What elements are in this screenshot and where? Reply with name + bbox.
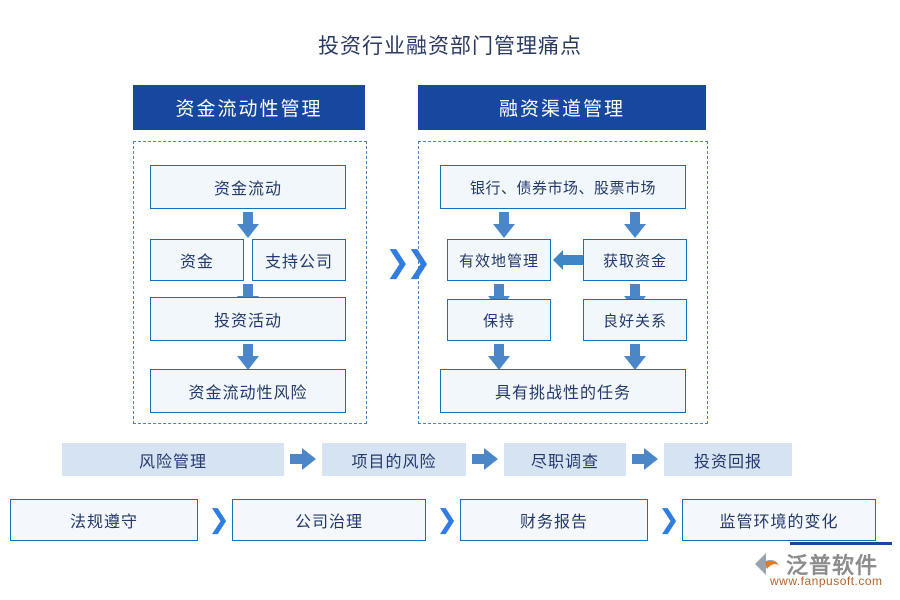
node-left-3[interactable]: 支持公司: [252, 239, 346, 281]
footer-chip-1[interactable]: 法规遵守: [10, 499, 198, 541]
chevron-right-icon: ❯: [658, 505, 680, 535]
brand-watermark: 泛普软件 www.fanpusoft.com: [752, 542, 892, 592]
arrow-right-icon: [632, 448, 658, 470]
arrow-down-icon: [237, 212, 259, 238]
arrow-down-icon: [624, 344, 646, 370]
arrow-right-icon: [472, 448, 498, 470]
logo-url-text: www.fanpusoft.com: [770, 574, 883, 588]
footer-chip-3[interactable]: 财务报告: [460, 499, 648, 541]
node-left-4[interactable]: 投资活动: [150, 297, 346, 341]
chevron-right-icon: ❯: [436, 505, 458, 535]
fanpu-swirl-icon: [752, 550, 782, 578]
node-left-5[interactable]: 资金流动性风险: [150, 369, 346, 413]
arrow-right-icon: [290, 448, 316, 470]
node-left-2[interactable]: 资金: [150, 239, 244, 281]
arrow-down-icon: [624, 212, 646, 238]
column-header-liquidity: 资金流动性管理: [133, 85, 365, 130]
node-right-1[interactable]: 银行、债券市场、股票市场: [440, 165, 686, 209]
arrow-down-icon: [493, 212, 515, 238]
process-chip-1[interactable]: 风险管理: [62, 443, 284, 476]
node-right-4[interactable]: 保持: [447, 299, 551, 341]
process-chip-3[interactable]: 尽职调查: [504, 443, 626, 476]
column-header-channels: 融资渠道管理: [418, 85, 706, 130]
left-column-container: [133, 141, 367, 424]
node-left-1[interactable]: 资金流动: [150, 165, 346, 209]
logo-rule: [790, 542, 892, 545]
process-chip-4[interactable]: 投资回报: [664, 443, 792, 476]
node-right-5[interactable]: 良好关系: [583, 299, 687, 341]
process-chip-2[interactable]: 项目的风险: [322, 443, 466, 476]
arrow-down-icon: [488, 344, 510, 370]
node-right-2[interactable]: 有效地管理: [447, 239, 551, 281]
arrow-down-icon: [237, 344, 259, 370]
node-right-6[interactable]: 具有挑战性的任务: [440, 369, 686, 413]
right-column-container: [418, 141, 708, 424]
footer-chip-4[interactable]: 监管环境的变化: [682, 499, 876, 541]
logo-brand-text: 泛普软件: [786, 553, 879, 578]
node-right-3[interactable]: 获取资金: [583, 239, 687, 281]
page-title: 投资行业融资部门管理痛点: [318, 34, 582, 58]
chevron-right-icon: ❯: [208, 505, 230, 535]
footer-chip-2[interactable]: 公司治理: [232, 499, 426, 541]
double-chevron-right-icon: ❯❯: [385, 245, 431, 280]
